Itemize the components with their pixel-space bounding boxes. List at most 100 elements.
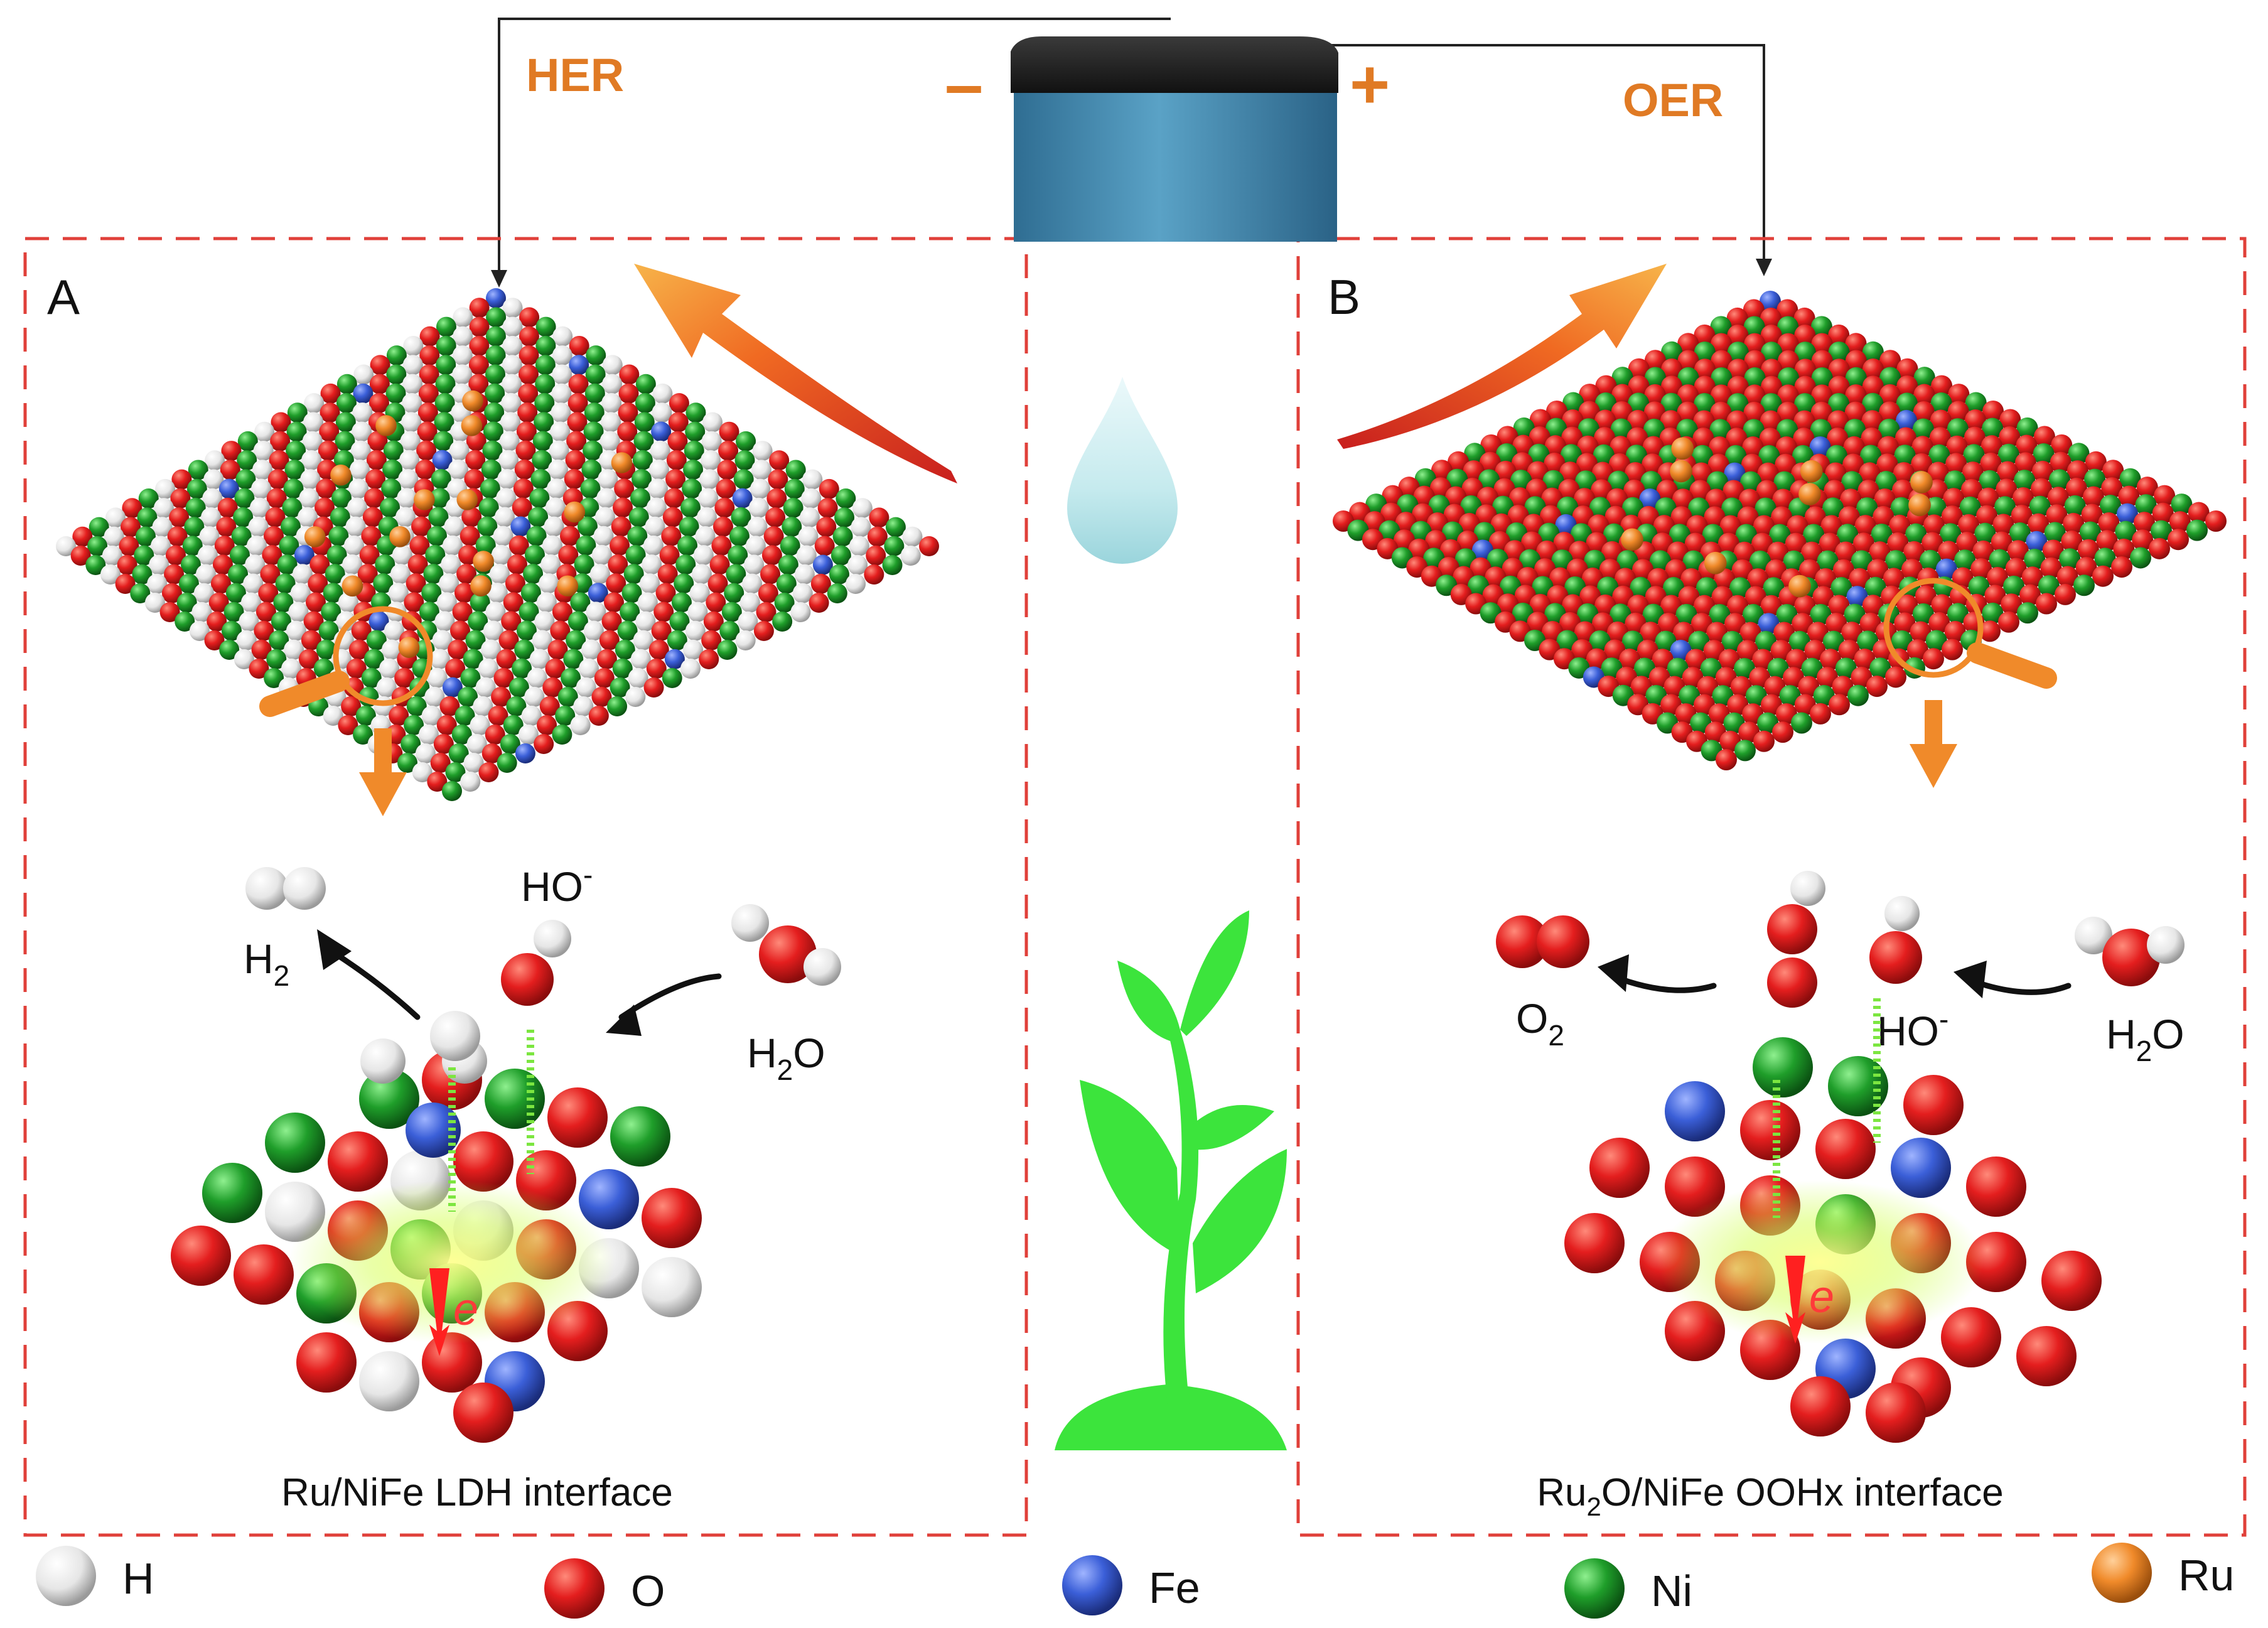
atom-o <box>1828 375 1850 397</box>
atom-o <box>2046 504 2068 526</box>
atom-ni <box>772 612 793 632</box>
atom-o <box>534 734 554 754</box>
atom-ni <box>524 544 545 565</box>
atom-o <box>519 307 540 328</box>
atom-ni <box>1912 603 1934 625</box>
atom-ni <box>683 460 704 480</box>
atom-o <box>2101 477 2123 499</box>
legend-label-h: H <box>122 1554 154 1603</box>
atom-ni <box>574 554 594 575</box>
atom-o <box>1893 461 1915 483</box>
atom-o <box>1811 384 1833 406</box>
atom-ni <box>373 573 394 594</box>
atom-o <box>2066 460 2088 482</box>
panel-b-flow-arrow <box>1337 264 1667 449</box>
atom-ni <box>321 601 341 622</box>
atom-ni <box>1979 470 2001 492</box>
atom-ni <box>419 601 439 622</box>
atom-o <box>367 431 388 451</box>
atom-h <box>586 601 606 622</box>
atom-h <box>752 441 773 461</box>
atom-ru <box>1704 551 1727 574</box>
atom-ni <box>138 488 159 509</box>
atom-ni <box>328 526 349 546</box>
atom-o <box>1812 586 1834 608</box>
atom-h <box>254 421 275 442</box>
atom-ni <box>454 705 475 726</box>
atom-ni <box>137 507 158 528</box>
atom-o <box>814 536 835 556</box>
atom-ni <box>535 355 556 375</box>
atom-o <box>1998 611 2019 633</box>
atom-ni <box>221 620 242 641</box>
atom-h <box>475 677 496 698</box>
atom-h <box>350 440 371 461</box>
atom-o <box>2011 504 2033 526</box>
atom-h <box>448 459 468 480</box>
atom-ni <box>1794 393 1816 415</box>
atom-fe <box>353 383 374 404</box>
atom-o <box>1740 1100 1800 1160</box>
atom-h <box>424 686 445 707</box>
atom-o <box>1677 350 1699 372</box>
atom-ni <box>421 583 442 603</box>
atom-ni <box>486 307 507 328</box>
atom-h <box>640 573 660 594</box>
atom-o <box>389 705 409 726</box>
atom-o <box>1775 453 1797 475</box>
atom-o <box>1999 409 2021 431</box>
atom-ni <box>785 460 806 480</box>
atom-ni <box>685 402 706 423</box>
atom-o <box>1656 480 1678 502</box>
atom-o <box>1832 676 1854 698</box>
atom-o <box>406 573 426 594</box>
atom-ni <box>2059 548 2081 570</box>
atom-ni <box>561 667 581 688</box>
atom-o <box>1540 505 1562 527</box>
atom-o <box>1511 452 1533 474</box>
atom-o <box>603 592 624 613</box>
atom-h <box>243 573 264 594</box>
atom-o <box>2030 478 2052 500</box>
panel-b-lattice <box>1333 291 2227 770</box>
atom-o <box>2012 487 2034 509</box>
atom-h <box>360 1038 406 1084</box>
atom-o <box>210 573 231 594</box>
atom-o <box>465 450 486 470</box>
atom-o <box>338 715 358 735</box>
atom-ni <box>2016 417 2038 439</box>
atom-o <box>1964 409 1986 431</box>
atom-o <box>1694 375 1716 397</box>
atom-h <box>542 535 562 556</box>
legend-label-ru: Ru <box>2178 1551 2234 1600</box>
atom-o <box>537 714 557 735</box>
atom-ni <box>734 450 755 471</box>
atom-o <box>1815 1119 1876 1179</box>
atom-h <box>801 488 822 509</box>
atom-h <box>648 478 669 499</box>
atom-h <box>544 516 564 537</box>
electron-glow <box>289 1180 615 1344</box>
atom-ni <box>385 383 406 404</box>
atom-o <box>2205 510 2227 532</box>
atom-o <box>765 507 786 527</box>
atom-ni <box>503 714 524 735</box>
atom-h <box>376 677 397 698</box>
atom-h <box>56 536 76 556</box>
atom-h <box>245 554 266 575</box>
atom-o <box>2113 538 2135 560</box>
panel-a-flow-arrow <box>634 264 957 483</box>
atom-ni <box>175 612 195 632</box>
atom-ni <box>483 421 503 442</box>
atom-o <box>2152 502 2174 524</box>
atom-h <box>249 497 270 518</box>
atom-o <box>1982 401 2004 422</box>
atom-h <box>698 488 719 509</box>
atom-ni <box>1577 418 1599 440</box>
atom-ni <box>679 516 699 537</box>
atom-ni <box>1810 603 1832 625</box>
electron-label: e <box>1809 1272 1834 1322</box>
atom-ni <box>680 497 701 518</box>
atom-fe <box>1846 586 1868 608</box>
atom-ni <box>237 450 257 471</box>
